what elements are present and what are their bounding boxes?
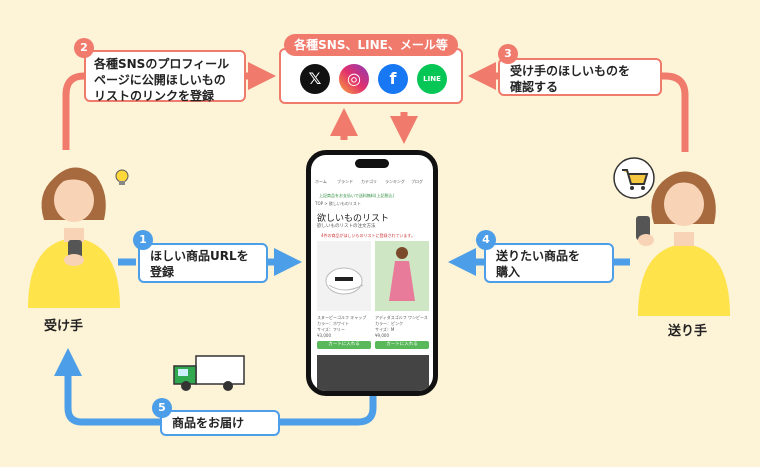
cart-thought-icon [613, 157, 655, 199]
sns-tag: 各種SNS、LINE、メール等 [284, 34, 458, 56]
product2-detail1: カラー：ピンク [375, 321, 403, 326]
step2-number: 2 [74, 38, 94, 58]
product2-detail2: サイズ：M [375, 327, 395, 332]
step4-box: 送りたい商品を 購入 [484, 243, 614, 283]
arrow-step2-connector [62, 72, 86, 150]
step4-text: 送りたい商品を 購入 [496, 249, 581, 279]
phone-subtitle[interactable]: 欲しいものリストの注文方法 [317, 224, 376, 229]
phone-mockup: ホーム ブランド カテゴリ ランキング ブログ 上記商品をお支払いで送料無料(上… [306, 150, 438, 396]
step4-number: 4 [476, 230, 496, 250]
phone-notch [355, 159, 389, 168]
dress-icon [389, 247, 415, 301]
step2-text: 各種SNSのプロフィール ページに公開ほしいもの リストのリンクを登録 [94, 57, 230, 103]
phone-info: 4件の商品がほしいものリストに登録されています。 [321, 233, 416, 238]
product2-cart-button[interactable]: カートに入れる [375, 341, 429, 349]
step3-text: 受け手のほしいものを 確認する [510, 64, 631, 94]
cap-icon [325, 267, 364, 295]
step5-box: 商品をお届け [160, 410, 280, 436]
product-row-next [317, 355, 429, 391]
sender-illustration [636, 171, 730, 316]
phone-nav: ホーム ブランド カテゴリ ランキング ブログ [315, 175, 429, 187]
product2-price: ¥9,000 [375, 333, 389, 338]
step5-text: 商品をお届け [172, 416, 245, 430]
product1-cart-button[interactable]: カートに入れる [317, 341, 371, 349]
nav-brand[interactable]: ブランド [337, 179, 353, 184]
product1-name[interactable]: スヌーピーゴルフ キャップ [317, 315, 367, 320]
step3-box: 受け手のほしいものを 確認する [498, 58, 662, 96]
nav-category[interactable]: カテゴリ [361, 179, 377, 184]
product-image-cap[interactable] [317, 241, 371, 311]
step3-number: 3 [498, 44, 518, 64]
receiver-illustration [28, 167, 120, 308]
phone-title: 欲しいものリスト [317, 214, 390, 224]
step5-number: 5 [152, 398, 172, 418]
product2-name[interactable]: アディダスゴルフ ワンピース [375, 315, 428, 320]
facebook-icon: f [378, 64, 408, 94]
lightbulb-icon [115, 169, 129, 185]
receiver-label: 受け手 [44, 319, 84, 334]
instagram-icon: ◎ [339, 64, 369, 94]
arrow-step3-connector [662, 72, 689, 152]
phone-notice: 上記商品をお支払いで送料無料(上記税込) [319, 193, 395, 198]
truck-icon [173, 355, 245, 391]
x-icon: 𝕏 [300, 64, 330, 94]
nav-blog[interactable]: ブログ [411, 179, 423, 184]
product-image-dress[interactable] [375, 241, 429, 311]
nav-ranking[interactable]: ランキング [385, 179, 405, 184]
line-icon: LINE [417, 64, 447, 94]
step1-number: 1 [133, 230, 153, 250]
step2-box: 各種SNSのプロフィール ページに公開ほしいもの リストのリンクを登録 [84, 50, 246, 103]
phone-breadcrumb[interactable]: TOP > 欲しいものリスト [315, 201, 361, 206]
product1-detail2: サイズ：フリー [317, 327, 345, 332]
step1-box: ほしい商品URLを 登録 [138, 243, 268, 283]
nav-home[interactable]: ホーム [315, 179, 327, 184]
product1-price: ¥3,000 [317, 333, 331, 338]
step1-text: ほしい商品URLを 登録 [150, 249, 249, 279]
sender-label: 送り手 [668, 324, 708, 339]
product1-detail1: カラー：ホワイト [317, 321, 349, 326]
